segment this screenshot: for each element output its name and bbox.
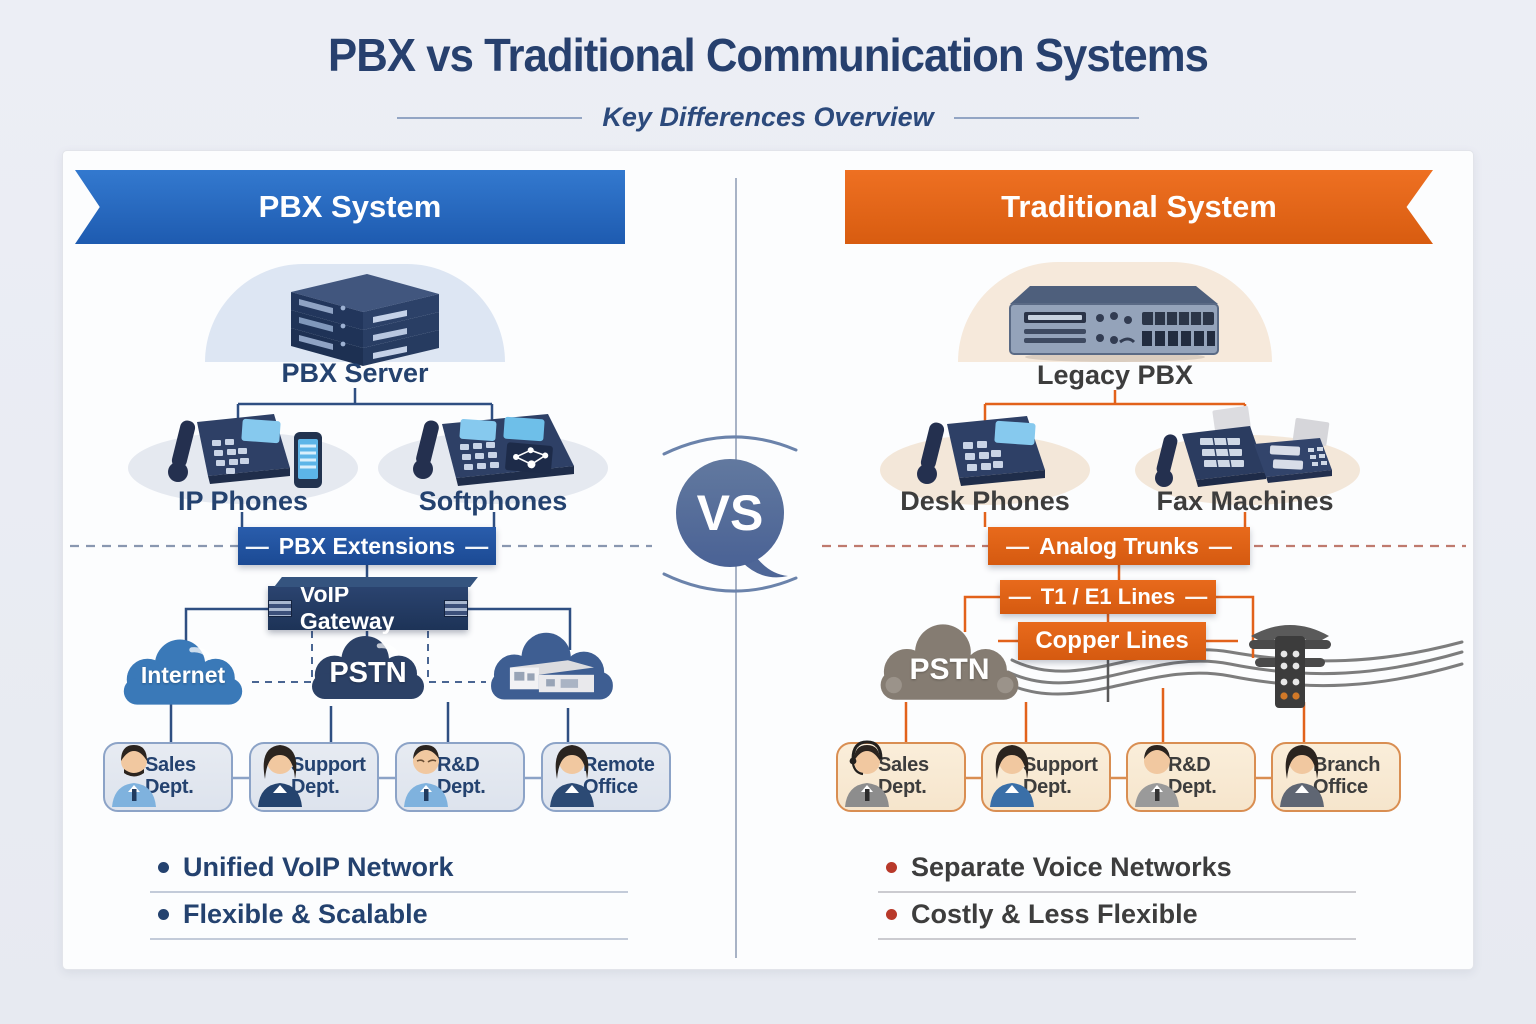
gateway-vent-icon xyxy=(444,599,468,617)
pbx-system-banner-label: PBX System xyxy=(258,189,442,224)
dept-card-rnd-right: R&D Dept. xyxy=(1126,742,1256,812)
bullet-text: Costly & Less Flexible xyxy=(911,899,1198,929)
bullet-text: Unified VoIP Network xyxy=(183,852,454,882)
avatar-male-icon xyxy=(1135,745,1179,807)
pbx-extensions-label: PBX Extensions xyxy=(278,532,456,559)
avatar-female-icon xyxy=(550,745,594,807)
voip-gateway-label: VoIP Gateway xyxy=(299,581,395,634)
bullet-underline xyxy=(878,938,1356,940)
pbx-system-banner: PBX System xyxy=(75,170,625,244)
pbx-server-icon xyxy=(291,274,439,366)
traditional-system-banner-label: Traditional System xyxy=(1001,189,1277,224)
telephone-pole-icon xyxy=(1249,625,1331,708)
dept-label: Sales Dept. xyxy=(878,754,929,798)
bullet-separate-networks: Separate Voice Networks xyxy=(886,852,1232,883)
dept-card-remote-office: Remote Office xyxy=(541,742,671,812)
voip-gateway-box: VoIP Gateway xyxy=(268,581,468,634)
pbx-extensions-box: — PBX Extensions — xyxy=(238,527,496,565)
legacy-pbx-label: Legacy PBX xyxy=(1036,360,1194,390)
avatar-male-icon xyxy=(112,745,156,807)
t1-e1-lines-box: — T1 / E1 Lines — xyxy=(1000,580,1216,614)
ip-phones-icon xyxy=(168,414,322,488)
bullet-dot-icon xyxy=(158,862,169,873)
bullet-unified-voip: Unified VoIP Network xyxy=(158,852,454,883)
bullet-underline xyxy=(878,891,1356,893)
bullet-text: Separate Voice Networks xyxy=(911,852,1232,882)
avatar-female-icon xyxy=(1280,745,1324,807)
dept-label: Remote Office xyxy=(583,754,655,798)
dept-card-sales-right: Sales Dept. xyxy=(836,740,966,812)
dept-label: R&D Dept. xyxy=(1168,754,1217,798)
pstn-cloud-label-left: PSTN xyxy=(329,657,407,689)
bullet-costly-less-flexible: Costly & Less Flexible xyxy=(886,899,1198,930)
bullet-dot-icon xyxy=(886,909,897,920)
dept-label: Sales Dept. xyxy=(145,754,196,798)
internet-cloud-label: Internet xyxy=(140,662,226,688)
softphones-label: Softphones xyxy=(418,486,568,516)
analog-trunks-box: — Analog Trunks — xyxy=(988,527,1250,565)
fax-machines-icon xyxy=(1155,405,1332,487)
pstn-cloud-label-right: PSTN xyxy=(909,653,990,686)
dash-decor: — xyxy=(465,532,489,559)
avatar-male-icon xyxy=(404,745,448,807)
dept-label: Support Dept. xyxy=(1023,754,1098,798)
avatar-female-icon xyxy=(258,745,302,807)
dept-card-sales-left: Sales Dept. xyxy=(103,742,233,812)
ip-phones-label: IP Phones xyxy=(177,486,309,516)
dash-decor: — xyxy=(1185,584,1208,609)
dept-card-support-left: Support Dept. xyxy=(249,742,379,812)
center-divider xyxy=(735,178,737,958)
bullet-flexible-scalable: Flexible & Scalable xyxy=(158,899,428,930)
dash-decor: — xyxy=(1008,584,1031,609)
dept-label: R&D Dept. xyxy=(437,754,486,798)
bullet-dot-icon xyxy=(886,862,897,873)
bullet-underline xyxy=(150,891,628,893)
dept-card-branch-office: Branch Office xyxy=(1271,742,1401,812)
dash-decor: — xyxy=(1208,532,1232,559)
remote-site-cloud-icon xyxy=(491,632,613,700)
pbx-server-label: PBX Server xyxy=(281,358,429,388)
page-title: PBX vs Traditional Communication Systems xyxy=(328,29,1209,81)
dash-decor: — xyxy=(245,532,269,559)
bullet-dot-icon xyxy=(158,909,169,920)
dash-decor: — xyxy=(1006,532,1030,559)
page-subtitle: Key Differences Overview xyxy=(602,102,934,132)
avatar-male-headset-icon xyxy=(845,740,889,807)
bullet-text: Flexible & Scalable xyxy=(183,899,428,929)
gateway-vent-icon xyxy=(268,599,292,617)
bullet-underline xyxy=(150,938,628,940)
desk-phones-icon xyxy=(917,416,1045,486)
dept-card-support-right: Support Dept. xyxy=(981,742,1111,812)
copper-lines-box: Copper Lines xyxy=(1018,622,1206,660)
legacy-pbx-icon xyxy=(1009,286,1219,362)
dept-card-rnd-left: R&D Dept. xyxy=(395,742,525,812)
copper-lines-label: Copper Lines xyxy=(1035,627,1189,654)
dept-label: Branch Office xyxy=(1313,754,1381,798)
pstn-cloud-icon-right xyxy=(880,624,1019,700)
vs-badge-label: VS xyxy=(697,485,764,541)
subtitle-row: Key Differences Overview xyxy=(0,102,1536,133)
fax-machines-label: Fax Machines xyxy=(1156,486,1334,516)
avatar-female-icon xyxy=(990,745,1034,807)
vs-badge: VS xyxy=(662,435,798,593)
desk-phones-label: Desk Phones xyxy=(900,486,1070,516)
analog-trunks-label: Analog Trunks xyxy=(1039,532,1199,559)
t1-e1-lines-label: T1 / E1 Lines xyxy=(1040,584,1176,609)
traditional-system-banner: Traditional System xyxy=(845,170,1433,244)
subtitle-divider-right xyxy=(953,116,1139,119)
dept-label: Support Dept. xyxy=(291,754,366,798)
softphones-icon xyxy=(413,414,574,486)
subtitle-divider-left xyxy=(397,116,583,119)
